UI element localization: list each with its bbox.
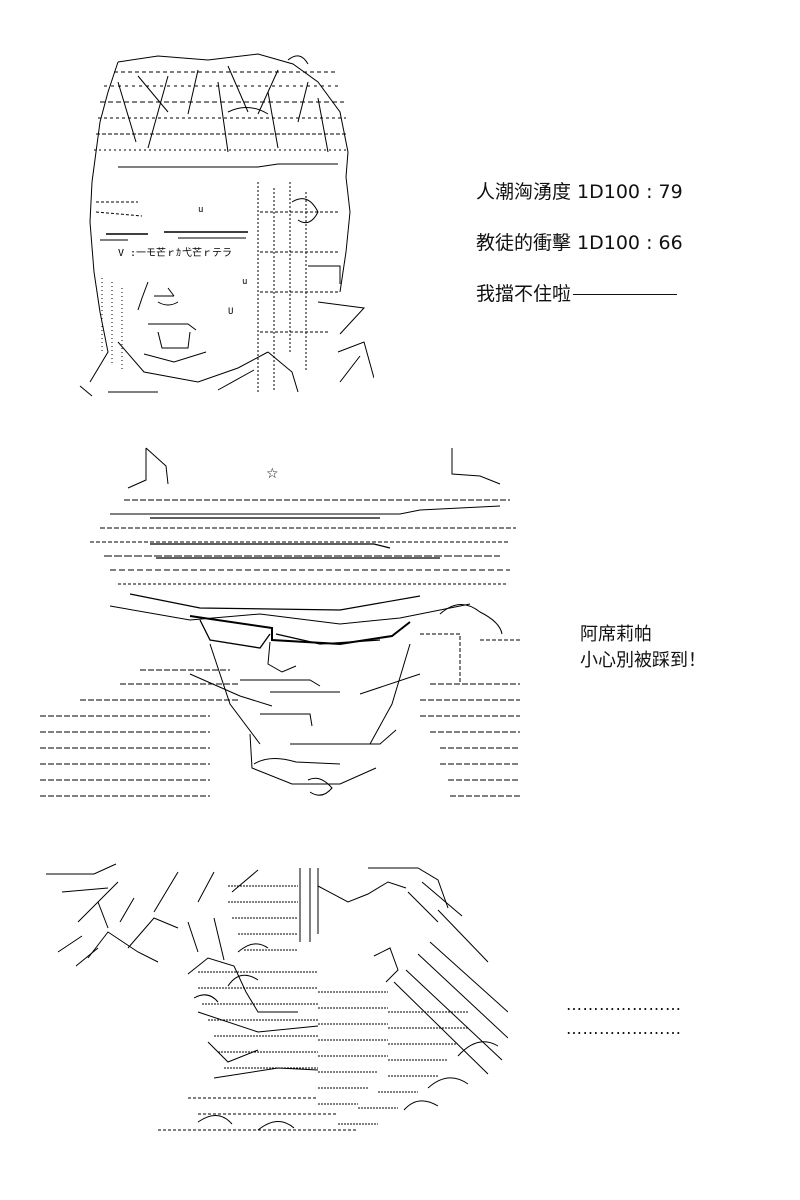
svg-text:U: U bbox=[228, 307, 233, 317]
svg-text:弋芒ｒテラ: 弋芒ｒテラ bbox=[182, 246, 232, 259]
ascii-art-face-icon: V :一モ芒ｒｶ 弋芒ｒテラ u u U bbox=[78, 52, 374, 397]
svg-text:☆: ☆ bbox=[266, 466, 279, 482]
caption-ellipsis-2: ………………… bbox=[566, 1019, 682, 1038]
svg-text:u: u bbox=[242, 277, 247, 287]
ascii-art-cap-figure-icon: ☆ bbox=[40, 444, 522, 804]
dash-line bbox=[573, 294, 678, 295]
svg-text:V :一モ芒ｒｶ: V :一モ芒ｒｶ bbox=[118, 246, 181, 259]
caption-cannot-hold: 我擋不住啦 bbox=[476, 280, 678, 308]
caption-cannot-hold-text: 我擋不住啦 bbox=[476, 283, 572, 305]
svg-text:u: u bbox=[198, 205, 203, 215]
caption-asirpa-name: 阿席莉帕 bbox=[580, 624, 652, 645]
caption-ellipsis-1: ………………… bbox=[566, 995, 682, 1014]
ascii-art-crowd-icon bbox=[18, 862, 508, 1142]
caption-crowd-roll: 人潮洶湧度 1D100 : 79 bbox=[476, 181, 683, 203]
caption-believer-roll: 教徒的衝擊 1D100 : 66 bbox=[476, 232, 683, 254]
caption-careful-trampled: 小心別被踩到！ bbox=[580, 650, 706, 671]
